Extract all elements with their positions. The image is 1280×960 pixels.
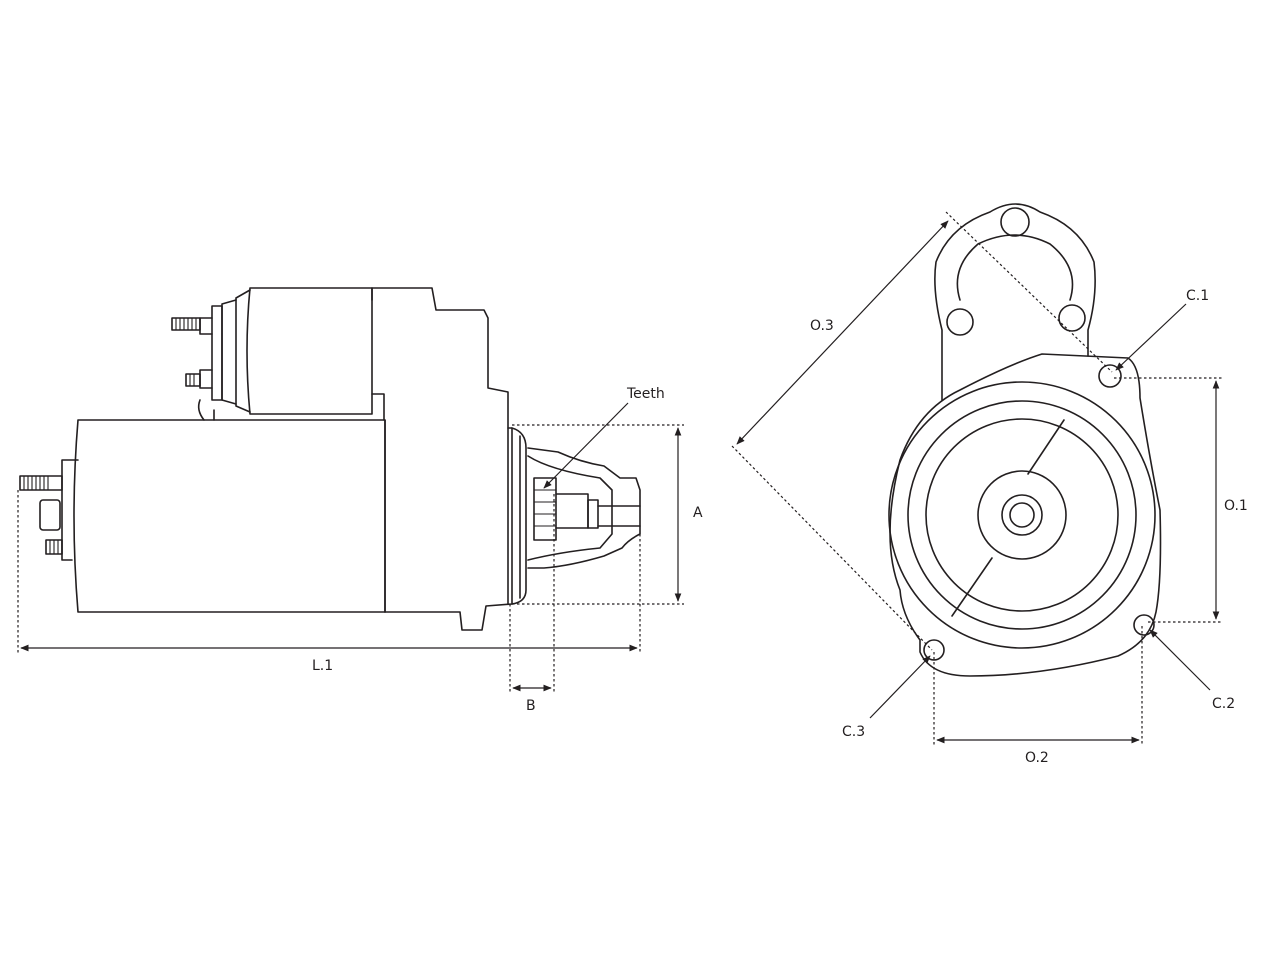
label-b: B — [526, 698, 536, 714]
label-o2: O.2 — [1025, 750, 1049, 766]
rear-terminal-studs — [19, 459, 79, 561]
teeth-callout: Teeth — [543, 386, 665, 489]
solenoid-cap — [934, 203, 1096, 401]
nose-rings — [888, 381, 1156, 649]
dimension-o2: O.2 — [933, 626, 1143, 766]
dimension-o1: O.1 — [1114, 377, 1248, 623]
solenoid — [171, 287, 385, 421]
drive-housing — [371, 287, 527, 631]
label-l1: L.1 — [312, 658, 333, 674]
label-o1: O.1 — [1224, 498, 1248, 514]
label-c1: C.1 — [1186, 288, 1209, 304]
label-teeth: Teeth — [626, 386, 665, 402]
callout-c3: C.3 — [842, 655, 931, 740]
pinion-nose — [527, 447, 641, 569]
label-a: A — [693, 505, 703, 521]
motor-body — [73, 419, 386, 613]
label-o3: O.3 — [810, 318, 834, 334]
dimension-o3: O.3 — [731, 211, 1113, 651]
side-view: A Teeth B L.1 — [17, 287, 703, 714]
mounting-flange — [889, 353, 1162, 677]
front-view: O.1 O.2 O.3 C.1 C.2 C.3 — [731, 203, 1248, 766]
dimension-a: A — [512, 424, 703, 605]
label-c2: C.2 — [1212, 696, 1235, 712]
callout-c1: C.1 — [1115, 288, 1209, 371]
label-c3: C.3 — [842, 724, 865, 740]
dimension-l1: L.1 — [17, 490, 641, 674]
callout-c2: C.2 — [1149, 629, 1235, 712]
